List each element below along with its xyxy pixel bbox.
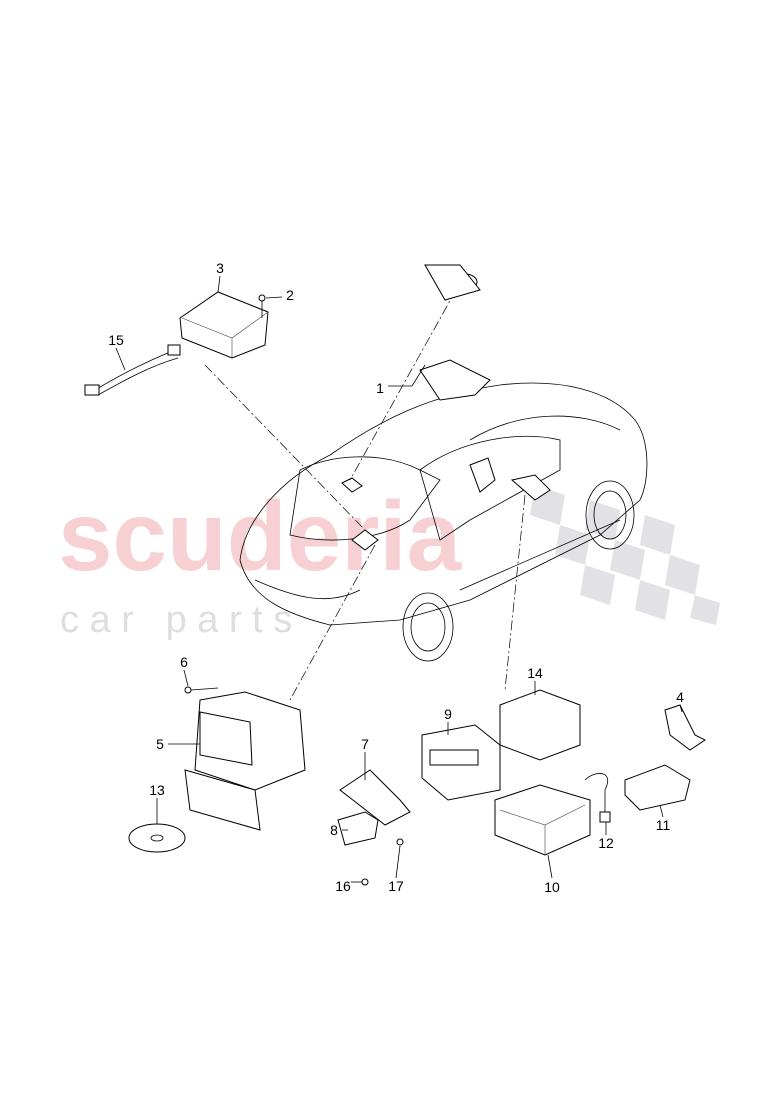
callout-leaders (115, 275, 683, 883)
part-1-microphone (419, 264, 491, 401)
callout-8: 8 (330, 822, 338, 838)
callout-13: 13 (149, 782, 165, 798)
part-12-cable (584, 773, 611, 823)
part-3-control-unit (179, 291, 269, 359)
part-16-screw (361, 878, 369, 886)
watermark: scuderia c a r p a r t s (58, 481, 720, 641)
callout-7: 7 (361, 736, 369, 752)
callout-17: 17 (388, 878, 404, 894)
part-6-screw (184, 686, 219, 694)
callout-12: 12 (598, 835, 614, 851)
part-2-screw (258, 294, 266, 318)
callout-11: 11 (656, 817, 671, 833)
car-outline (239, 382, 648, 662)
callout-14: 14 (527, 665, 543, 681)
callout-9: 9 (444, 706, 452, 722)
part-8-module (337, 811, 379, 846)
watermark-sub: c a r p a r t s (60, 599, 292, 641)
leader-lines (204, 289, 526, 701)
callout-labels: 1 2 3 4 5 6 7 8 9 10 11 12 13 14 15 16 1… (108, 260, 684, 895)
part-15-wiring (84, 344, 181, 396)
part-4-bracket (664, 704, 706, 751)
part-13-disc (128, 823, 186, 853)
callout-1: 1 (376, 380, 384, 396)
callout-3: 3 (216, 260, 224, 276)
callout-4: 4 (676, 689, 684, 705)
part-9-cd-changer (421, 724, 501, 801)
part-5-head-unit (184, 691, 306, 831)
callout-15: 15 (108, 332, 124, 348)
callout-10: 10 (544, 879, 560, 895)
checkered-flag-logo (530, 485, 720, 625)
part-17-screw (396, 838, 404, 846)
watermark-brand: scuderia (58, 481, 463, 591)
callout-2: 2 (286, 287, 294, 303)
callout-5: 5 (156, 736, 164, 752)
part-11-module (624, 764, 691, 811)
callout-16: 16 (335, 878, 351, 894)
part-10-housing (494, 784, 591, 856)
callout-6: 6 (180, 654, 188, 670)
part-14-module (499, 689, 581, 761)
